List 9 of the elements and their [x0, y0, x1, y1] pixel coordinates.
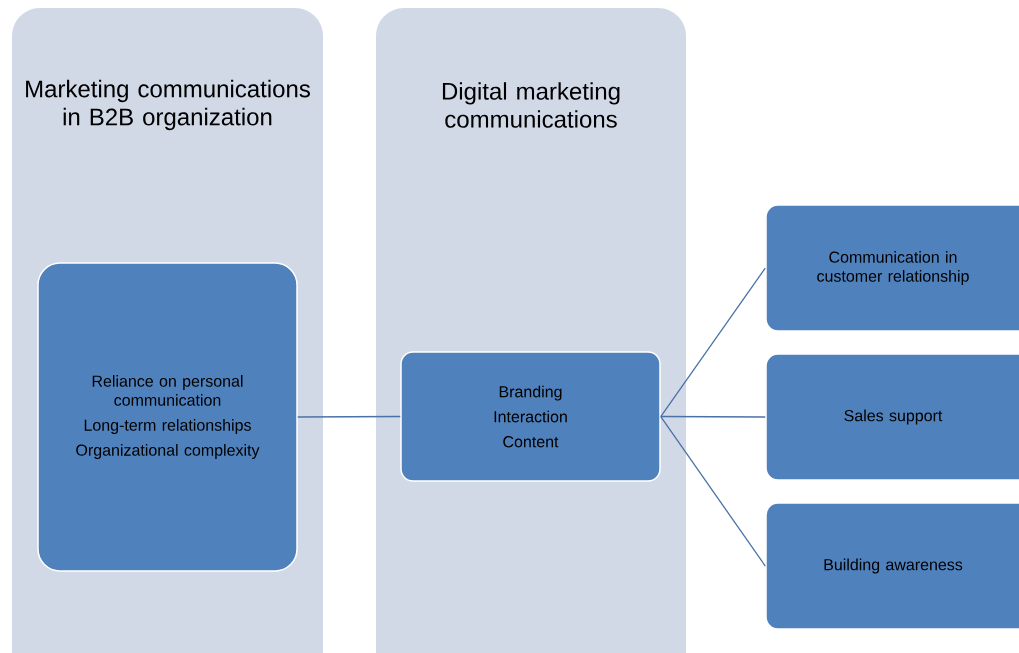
process-box: Branding Interaction Content: [400, 351, 661, 482]
process-box: Communication in customer relationship: [765, 204, 1019, 332]
process-box: Sales support: [765, 353, 1019, 481]
connector-line: [660, 415, 766, 567]
connector-line: [297, 415, 401, 418]
connector-line: [660, 267, 766, 418]
process-box: Building awareness: [765, 502, 1019, 630]
connector-line: [660, 415, 766, 418]
process-box: Reliance on personal communication Long-term relationships Organizational complexity: [37, 262, 298, 572]
